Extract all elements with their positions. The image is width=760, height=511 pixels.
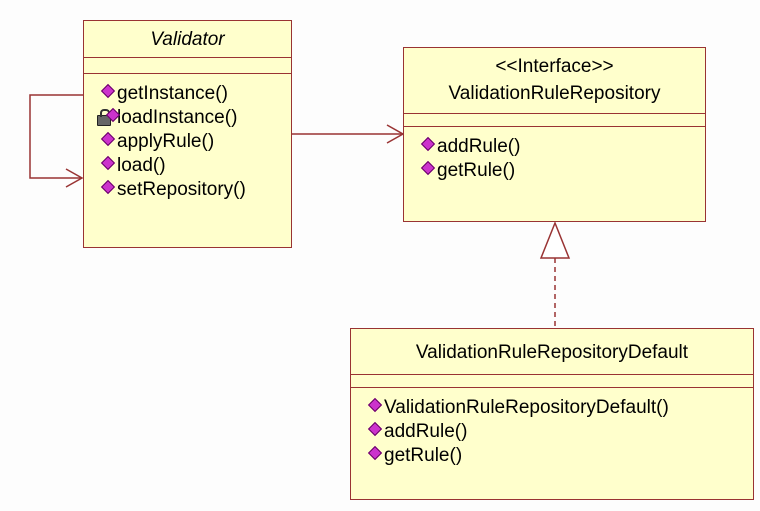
attributes-separator: [404, 113, 705, 114]
operation-label: addRule(): [384, 421, 468, 442]
operation-label: addRule(): [437, 136, 521, 157]
operations-compartment: ValidationRuleRepositoryDefault() addRul…: [351, 388, 753, 472]
operations-separator: [351, 387, 753, 388]
operation-load[interactable]: load(): [100, 154, 291, 178]
public-operation-icon: [367, 397, 383, 416]
operation-set-repository[interactable]: setRepository(): [100, 178, 291, 202]
operation-label: setRepository(): [117, 179, 246, 200]
class-validation-rule-repository[interactable]: <<Interface>> ValidationRuleRepository a…: [403, 47, 706, 222]
operation-get-rule[interactable]: getRule(): [420, 159, 705, 183]
class-name-validation-rule-repository: ValidationRuleRepository: [448, 83, 661, 104]
attributes-separator: [84, 57, 291, 58]
operations-compartment: getInstance() loadInstance() applyRule()…: [84, 74, 291, 206]
public-operation-icon: [100, 179, 116, 198]
operation-label: getInstance(): [117, 83, 228, 104]
stereotype-label: <<Interface>>: [495, 56, 614, 77]
operation-load-instance[interactable]: loadInstance(): [97, 106, 291, 130]
operation-label: load(): [117, 155, 166, 176]
operations-separator: [404, 126, 705, 127]
class-validator[interactable]: Validator getInstance() loadInstance() a…: [83, 20, 292, 248]
operation-label: getRule(): [384, 445, 463, 466]
self-association-arrowhead: [65, 168, 84, 188]
attributes-separator: [351, 374, 753, 375]
operation-constructor[interactable]: ValidationRuleRepositoryDefault(): [367, 396, 753, 420]
public-operation-icon: [100, 155, 116, 174]
operation-get-instance[interactable]: getInstance(): [100, 82, 291, 106]
operations-compartment: addRule() getRule(): [404, 127, 705, 187]
attributes-compartment: [84, 58, 291, 73]
attributes-compartment: [404, 114, 705, 126]
public-operation-icon: [367, 445, 383, 464]
operation-label: ValidationRuleRepositoryDefault(): [384, 397, 669, 418]
realization-triangle: [539, 220, 571, 259]
operation-apply-rule[interactable]: applyRule(): [100, 130, 291, 154]
operation-label: applyRule(): [117, 131, 215, 152]
self-association-line: [29, 94, 84, 179]
operation-label: loadInstance(): [117, 107, 238, 128]
operation-add-rule[interactable]: addRule(): [420, 135, 705, 159]
operation-add-rule[interactable]: addRule(): [367, 420, 753, 444]
attributes-compartment: [351, 375, 753, 387]
public-operation-icon: [100, 131, 116, 150]
operation-get-rule[interactable]: getRule(): [367, 444, 753, 468]
public-operation-icon: [420, 160, 436, 179]
lock-icon: [97, 107, 121, 126]
public-operation-icon: [100, 83, 116, 102]
class-name-validator: Validator: [150, 29, 225, 50]
class-validation-rule-repository-default[interactable]: ValidationRuleRepositoryDefault Validati…: [350, 328, 754, 500]
public-operation-icon: [420, 136, 436, 155]
operation-label: getRule(): [437, 160, 516, 181]
operations-separator: [84, 73, 291, 74]
class-name-validation-rule-repository-default: ValidationRuleRepositoryDefault: [415, 342, 689, 363]
public-operation-icon: [367, 421, 383, 440]
